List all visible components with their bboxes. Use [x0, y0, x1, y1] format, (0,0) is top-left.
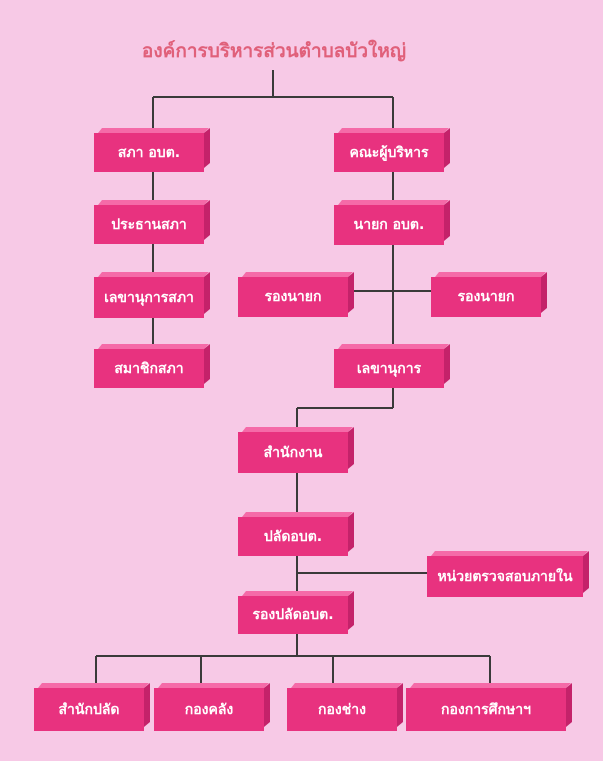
node-mayor-secretary: เลขานุการ	[334, 349, 444, 388]
node-council: สภา อบต.	[94, 133, 204, 172]
node-engineering-division: กองช่าง	[287, 688, 397, 731]
node-office-of-chief: สำนักปลัด	[34, 688, 144, 731]
node-deputy-mayor-left: รองนายก	[238, 277, 348, 317]
node-mayor: นายก อบต.	[334, 205, 444, 245]
node-council-secretary: เลขานุการสภา	[94, 277, 204, 318]
chart-title: องค์การบริหารส่วนตำบลบัวใหญ่	[141, 40, 407, 62]
node-council-president: ประธานสภา	[94, 205, 204, 244]
node-deputy-mayor-right: รองนายก	[431, 277, 541, 317]
node-internal-audit: หน่วยตรวจสอบภายใน	[427, 556, 583, 597]
node-deputy-chief-administrator: รองปลัดอบต.	[238, 596, 348, 634]
node-finance-division: กองคลัง	[154, 688, 264, 731]
node-council-members: สมาชิกสภา	[94, 349, 204, 388]
node-chief-administrator: ปลัดอบต.	[238, 517, 348, 556]
node-office: สำนักงาน	[238, 432, 348, 473]
node-education-division: กองการศึกษาฯ	[406, 688, 566, 731]
node-executive-board: คณะผู้บริหาร	[334, 133, 444, 172]
